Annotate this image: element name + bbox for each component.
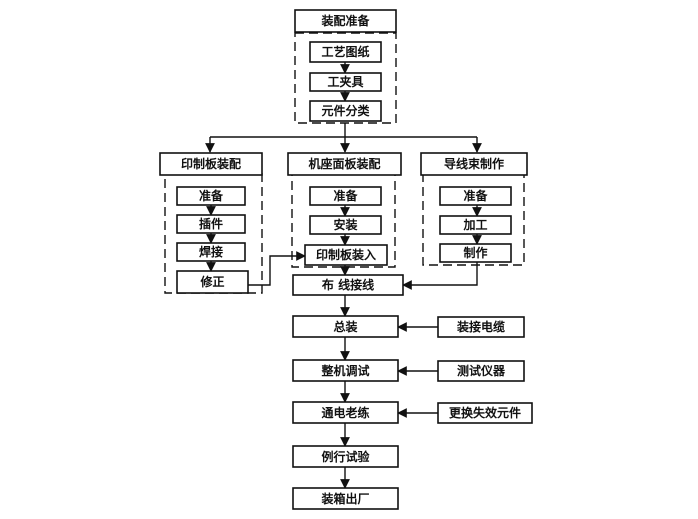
svg-text:印制板装入: 印制板装入 — [316, 247, 376, 262]
node-wiring: 布 线接线 — [292, 274, 404, 296]
edge-pcb-to-chassis-mount — [248, 251, 306, 286]
node-power-aging: 通电老练 — [292, 401, 399, 424]
svg-text:元件分类: 元件分类 — [321, 103, 370, 118]
svg-text:通电老练: 通电老练 — [321, 405, 369, 420]
svg-text:准备: 准备 — [463, 188, 488, 203]
node-replace-failed-parts: 更换失效元件 — [437, 402, 533, 424]
node-chassis-prepare: 准备 — [309, 186, 382, 206]
svg-text:工夹具: 工夹具 — [327, 74, 363, 89]
svg-text:工艺图纸: 工艺图纸 — [321, 44, 369, 59]
node-pcb-insert: 插件 — [176, 214, 246, 234]
svg-text:装配准备: 装配准备 — [320, 13, 370, 28]
node-routine-test: 例行试验 — [292, 445, 399, 468]
svg-text:机座面板装配: 机座面板装配 — [308, 156, 380, 171]
svg-text:修正: 修正 — [199, 274, 224, 289]
node-harness-prepare: 准备 — [439, 186, 512, 206]
node-component-sorting: 元件分类 — [309, 100, 382, 122]
header-assembly-preparation: 装配准备 — [294, 9, 397, 33]
node-process-drawings: 工艺图纸 — [309, 41, 382, 63]
node-harness-make: 制作 — [439, 243, 512, 263]
node-install-cables: 装接电缆 — [437, 316, 525, 338]
svg-text:准备: 准备 — [333, 188, 358, 203]
svg-text:布 线接线: 布 线接线 — [322, 277, 374, 292]
svg-text:整机调试: 整机调试 — [320, 363, 369, 378]
svg-text:加工: 加工 — [462, 217, 487, 232]
node-chassis-pcb-mount: 印制板装入 — [304, 244, 388, 266]
svg-text:装箱出厂: 装箱出厂 — [320, 491, 369, 506]
node-pcb-prepare: 准备 — [176, 186, 246, 206]
node-fixtures: 工夹具 — [309, 72, 382, 92]
header-chassis-panel-assembly: 机座面板装配 — [287, 152, 402, 176]
svg-text:印制板装配: 印制板装配 — [181, 156, 241, 171]
svg-text:装接电缆: 装接电缆 — [456, 319, 505, 334]
node-pcb-solder: 焊接 — [176, 242, 246, 262]
node-harness-process: 加工 — [439, 215, 512, 235]
node-chassis-install: 安装 — [309, 215, 382, 235]
edge-harness-to-wiring — [402, 262, 478, 290]
svg-text:准备: 准备 — [199, 188, 224, 203]
header-harness-making: 导线束制作 — [420, 152, 528, 176]
svg-text:焊接: 焊接 — [199, 244, 223, 259]
svg-text:例行试验: 例行试验 — [321, 449, 370, 464]
node-final-assembly: 总装 — [292, 315, 399, 338]
svg-text:更换失效元件: 更换失效元件 — [449, 405, 521, 420]
svg-text:安装: 安装 — [333, 217, 357, 232]
node-pcb-trim: 修正 — [176, 270, 249, 294]
header-pcb-assembly: 印制板装配 — [159, 152, 263, 176]
svg-text:插件: 插件 — [199, 216, 223, 231]
flow-edges — [205, 62, 482, 489]
node-system-tuning: 整机调试 — [292, 359, 399, 382]
node-packing-shipping: 装箱出厂 — [292, 487, 399, 510]
node-test-instruments: 测试仪器 — [437, 360, 525, 382]
svg-text:制作: 制作 — [463, 245, 487, 260]
svg-text:导线束制作: 导线束制作 — [444, 156, 504, 171]
svg-text:测试仪器: 测试仪器 — [457, 363, 506, 378]
svg-text:总装: 总装 — [333, 319, 357, 334]
